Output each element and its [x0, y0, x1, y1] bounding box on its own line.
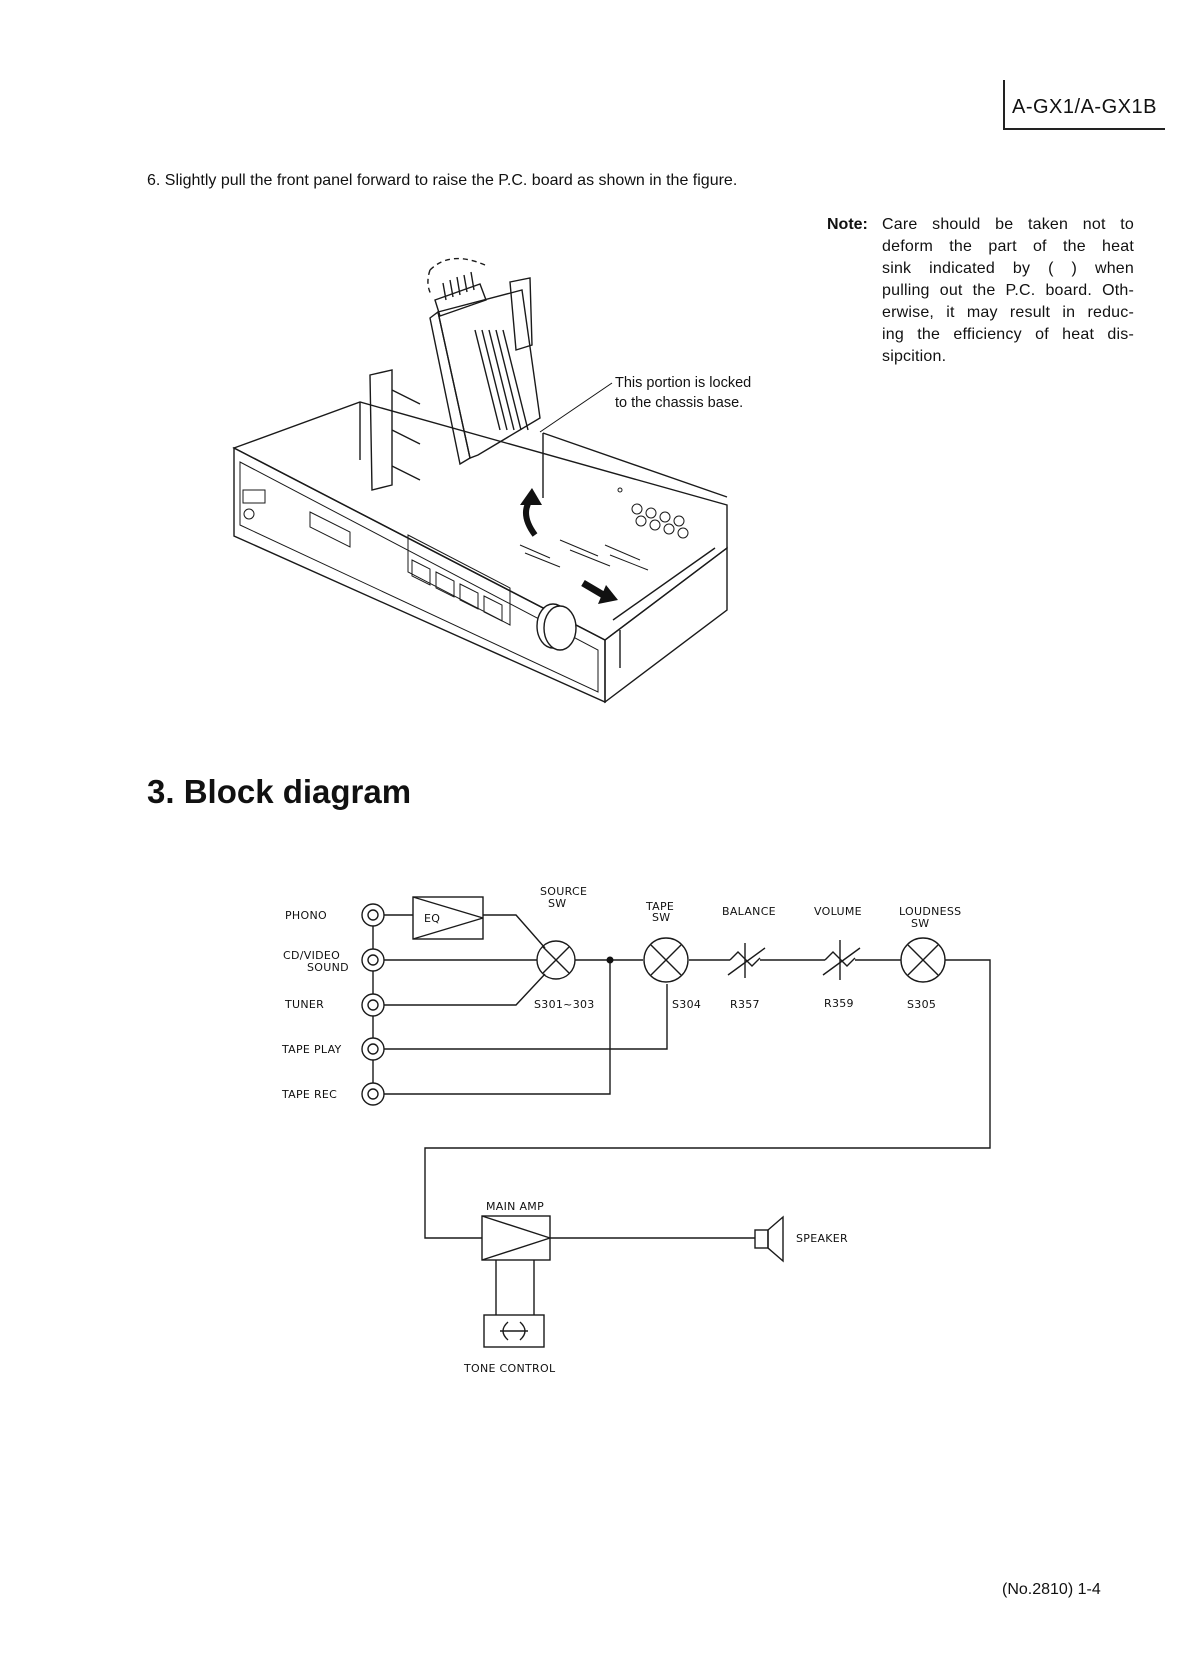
heat-sink: [427, 257, 487, 317]
tone-control-block: [483, 1314, 545, 1348]
volume-resistor: [822, 940, 861, 980]
tape-sw-ref: S304: [672, 998, 701, 1011]
tape-switch: [643, 937, 689, 983]
note-line: pulling out the P.C. board. Oth-: [882, 282, 1134, 299]
section-title: 3. Block diagram: [147, 773, 412, 810]
balance-ref: R357: [730, 998, 760, 1011]
callout-text: to the chassis base.: [615, 395, 744, 411]
input-label-tuner: TUNER: [284, 998, 324, 1011]
input-label-cd-video: CD/VIDEO: [283, 949, 340, 962]
model-number: A-GX1/A-GX1B: [1012, 96, 1157, 118]
source-sw-label: SOURCE: [540, 885, 587, 898]
input-label-tape-play: TAPE PLAY: [281, 1043, 342, 1056]
source-switch: [536, 940, 576, 980]
vent-holes: [617, 487, 689, 539]
junction-dot: [606, 956, 614, 964]
note-line: ing the efficiency of heat dis-: [882, 326, 1134, 343]
loudness-label: SW: [911, 917, 929, 930]
source-sw-label: SW: [548, 897, 566, 910]
note-line: sink indicated by ( ) when: [882, 260, 1134, 277]
input-jacks: [361, 903, 385, 1106]
note-line: deform the part of the heat: [882, 238, 1134, 255]
note-line: Care should be taken not to: [882, 216, 1134, 233]
eq-label: EQ: [424, 912, 440, 925]
signal-wires: [384, 914, 991, 1239]
note-line: erwise, it may result in reduc-: [882, 304, 1134, 321]
source-sw-ref: S301~303: [534, 998, 595, 1011]
page-number: (No.2810) 1-4: [1002, 1581, 1101, 1598]
note-label: Note:: [827, 216, 868, 233]
pull-arrow-head-icon: [598, 585, 618, 604]
callout-text: This portion is locked: [615, 375, 752, 391]
volume-knob: [536, 603, 577, 651]
bracket: [369, 277, 533, 491]
balance-label: BALANCE: [722, 905, 776, 918]
raise-arrow-head-icon: [520, 488, 542, 505]
callout-pointer: [539, 382, 613, 433]
tone-control-label: TONE CONTROL: [463, 1362, 556, 1375]
speaker-label: SPEAKER: [796, 1232, 848, 1245]
input-label-tape-rec: TAPE REC: [281, 1088, 337, 1101]
tape-sw-label: SW: [652, 911, 670, 924]
main-amp-block: [481, 1215, 551, 1315]
note-line: sipcition.: [882, 348, 947, 365]
pc-board: [429, 289, 541, 466]
eq-block: [412, 896, 484, 940]
input-label-phono: PHONO: [285, 909, 327, 922]
slot-lines: [519, 539, 649, 571]
tape-sw-label: TAPE: [645, 900, 674, 913]
pull-arrow-icon: [581, 579, 607, 600]
loudness-ref: S305: [907, 998, 936, 1011]
volume-label: VOLUME: [814, 905, 862, 918]
loudness-switch: [900, 937, 946, 983]
header-frame: [1003, 80, 1165, 130]
step-6-instruction: 6. Slightly pull the front panel forward…: [147, 172, 738, 189]
volume-ref: R359: [824, 997, 854, 1010]
main-amp-label: MAIN AMP: [486, 1200, 544, 1213]
speaker-icon: [754, 1215, 784, 1263]
balance-resistor: [727, 943, 766, 978]
loudness-label: LOUDNESS: [899, 905, 961, 918]
front-panel: [239, 461, 599, 693]
input-label-sound: SOUND: [307, 961, 349, 974]
